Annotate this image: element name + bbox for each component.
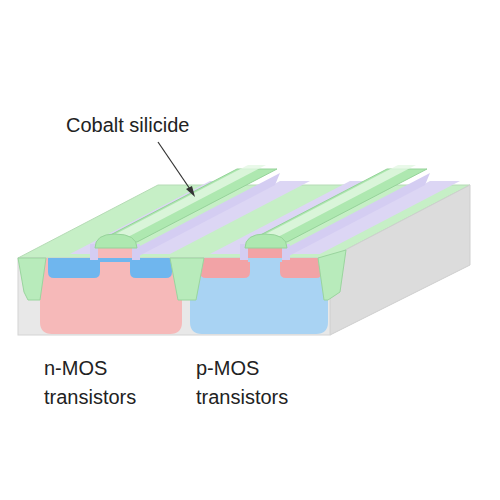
- substrate-front: [18, 258, 330, 335]
- gate-highlight: [108, 165, 266, 238]
- callout-label: Cobalt silicide: [66, 111, 266, 140]
- n-plus-region: [48, 258, 100, 278]
- p-plus-region: [200, 258, 250, 278]
- gate-oxide: [248, 258, 282, 262]
- gate-oxide: [98, 258, 132, 262]
- gate-silicide: [95, 234, 137, 248]
- region-label: p-MOS transistors: [196, 354, 326, 412]
- n-plus-region: [130, 258, 172, 278]
- n-well: [190, 258, 328, 334]
- substrate-side: [330, 185, 470, 335]
- p-well: [40, 258, 182, 334]
- isolation-trench: [170, 258, 204, 300]
- p-plus-region: [280, 258, 322, 278]
- gate-silicide: [245, 234, 287, 248]
- leader-arrowhead: [186, 186, 195, 197]
- leader-line: [158, 142, 192, 192]
- region-label: n-MOS transistors: [44, 354, 174, 412]
- isolation-trench: [318, 250, 346, 300]
- isolation-trench: [18, 258, 46, 300]
